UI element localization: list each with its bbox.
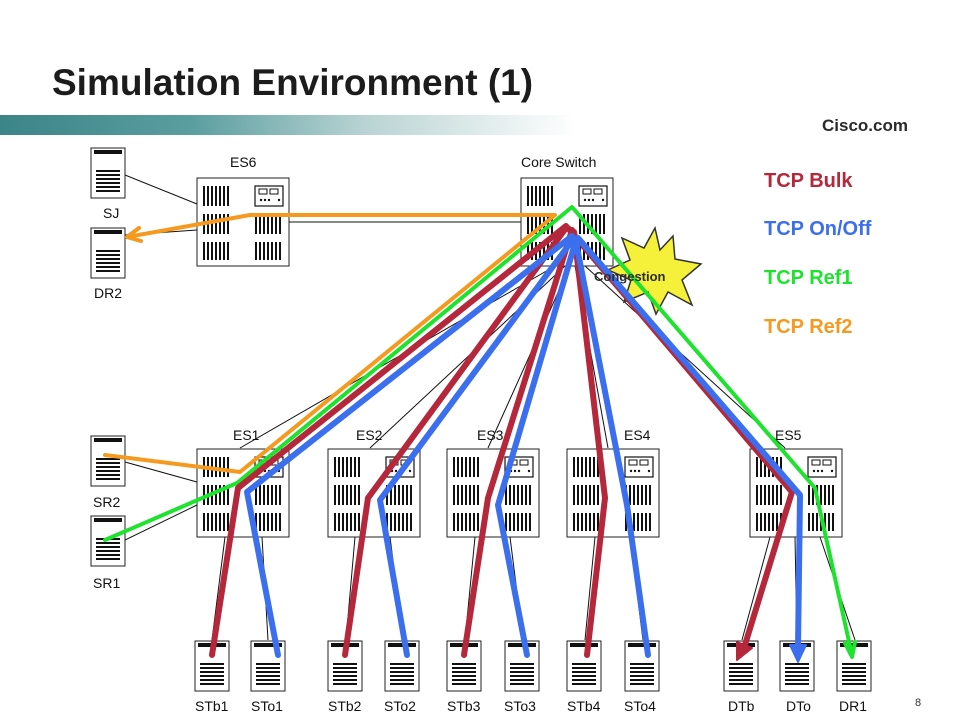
- flow-onoff-sto4: [573, 239, 651, 658]
- flow-ref1: [103, 205, 854, 657]
- label-sr1: SR1: [93, 575, 121, 591]
- slide-title: Simulation Environment (1): [52, 62, 534, 103]
- label-sto4: STo4: [624, 698, 656, 714]
- label-es3: ES3: [477, 427, 504, 443]
- label-es4: ES4: [624, 427, 651, 443]
- host-stb4-icon: [566, 640, 602, 692]
- label-stb2: STb2: [328, 698, 362, 714]
- label-es1: ES1: [233, 427, 260, 443]
- host-sto1-icon: [250, 640, 286, 692]
- congestion-label: Congestion: [594, 269, 666, 284]
- flow-bulk-stb3: [461, 227, 575, 658]
- flow-onoff-dto: [575, 235, 803, 651]
- legend-tcp-ref1: TCP Ref1: [764, 267, 853, 289]
- flow-onoff-sto3: [495, 237, 579, 658]
- page-number: 8: [915, 697, 922, 709]
- label-es6: ES6: [230, 154, 257, 170]
- label-dr1: DR1: [839, 698, 868, 714]
- flow-bulk-stb2: [342, 225, 569, 658]
- flow-ref2: [103, 213, 557, 474]
- legend-tcp-onoff: TCP On/Off: [764, 218, 872, 240]
- flow-onoff-arrowhead: [789, 644, 807, 663]
- congestion-burst-icon: [606, 225, 703, 316]
- flow-onoff-sto2: [377, 235, 577, 658]
- brand-bar: [0, 115, 960, 135]
- legend-tcp-ref2: TCP Ref2: [764, 316, 853, 338]
- label-sj: SJ: [103, 205, 120, 221]
- label-stb3: STb3: [447, 698, 481, 714]
- flow-bulk-arrowhead: [736, 641, 753, 661]
- host-sto3-icon: [504, 640, 540, 692]
- flow-bulk-stb1: [209, 223, 569, 658]
- cisco-logo: Cisco.com: [822, 116, 908, 135]
- host-sto2-icon: [384, 640, 420, 692]
- label-dr2: DR2: [94, 285, 123, 301]
- flow-ref1-arrowhead: [843, 640, 857, 659]
- label-sto3: STo3: [504, 698, 536, 714]
- label-stb1: STb1: [195, 698, 229, 714]
- label-sto2: STo2: [384, 698, 416, 714]
- flow-bulk-stb4: [571, 229, 608, 658]
- host-sto4-icon: [624, 640, 660, 692]
- switch-es4-icon: [566, 448, 660, 538]
- host-sr1-icon: [90, 515, 126, 567]
- switch-es3-icon: [446, 448, 540, 538]
- legend-tcp-bulk: TCP Bulk: [764, 170, 853, 192]
- host-dr2-icon: [90, 227, 126, 279]
- label-stb4: STb4: [567, 698, 601, 714]
- label-es2: ES2: [356, 427, 383, 443]
- host-sr2-icon: [90, 435, 126, 487]
- label-dto: DTo: [786, 698, 811, 714]
- flow-onoff-sto1: [244, 233, 575, 658]
- host-sj-icon: [90, 147, 126, 199]
- label-dtb: DTb: [728, 698, 755, 714]
- flow-ref2-arrowhead: [125, 226, 143, 243]
- label-core-switch: Core Switch: [521, 154, 597, 170]
- label-sto1: STo1: [251, 698, 283, 714]
- label-sr2: SR2: [93, 494, 121, 510]
- label-es5: ES5: [775, 427, 802, 443]
